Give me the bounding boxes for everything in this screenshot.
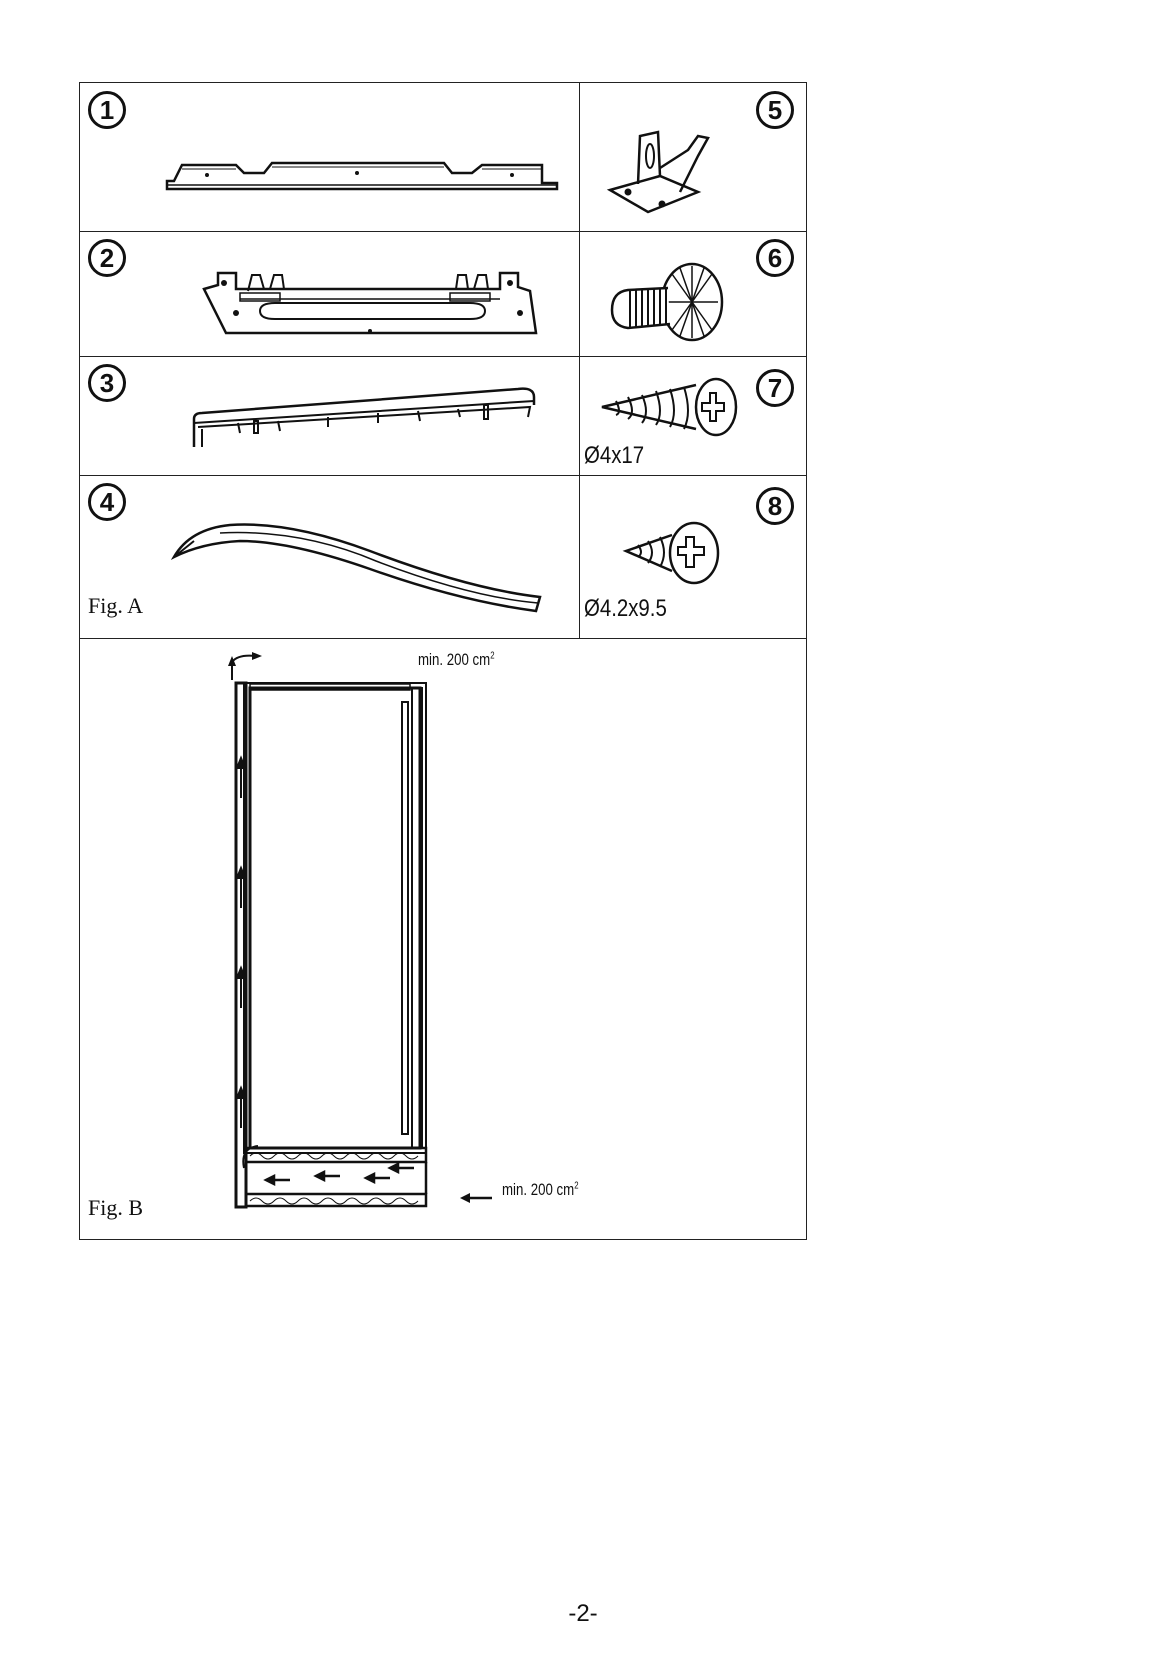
ventilation-label-top: min. 200 cm2 — [418, 650, 495, 670]
part-number-5: 5 — [756, 91, 794, 129]
part-5-bracket — [606, 130, 710, 214]
page-number: -2- — [568, 1600, 598, 1627]
ventilation-bottom-exponent: 2 — [574, 1180, 579, 1192]
part-2-bracket-plate — [202, 271, 538, 335]
part-7-countersunk-screw — [601, 377, 738, 437]
row-divider — [80, 475, 806, 476]
figure-caption-a: Fig. A — [88, 593, 144, 618]
inlet-arrow-icon — [460, 1193, 492, 1203]
row-divider — [80, 638, 806, 639]
part-number-1: 1 — [88, 91, 126, 129]
part-3-cover-strip — [192, 387, 536, 447]
row-divider — [80, 356, 806, 357]
part-number-3: 3 — [88, 364, 126, 402]
part-number-4: 4 — [88, 483, 126, 521]
figure-caption-b: Fig. B — [88, 1195, 144, 1220]
dimension-label-7: Ø4x17 — [584, 442, 645, 469]
part-4-seal-strip — [170, 523, 542, 613]
part-number-2: 2 — [88, 239, 126, 277]
part-number-8: 8 — [756, 487, 794, 525]
column-divider — [579, 83, 580, 638]
part-number-6: 6 — [756, 239, 794, 277]
part-6-foot-screw — [610, 262, 724, 342]
ventilation-top-text: min. 200 cm — [418, 650, 491, 669]
part-number-7: 7 — [756, 369, 794, 407]
part-8-pan-head-screw — [622, 521, 720, 585]
ventilation-diagram — [228, 652, 428, 1209]
ventilation-top-exponent: 2 — [490, 650, 495, 662]
ventilation-label-bottom: min. 200 cm2 — [502, 1180, 579, 1200]
part-1-mounting-rail — [165, 161, 559, 191]
dimension-label-8: Ø4.2x9.5 — [584, 595, 667, 622]
ventilation-bottom-text: min. 200 cm — [502, 1180, 575, 1199]
parts-table: 1 5 2 6 — [79, 82, 807, 1240]
row-divider — [80, 231, 806, 232]
